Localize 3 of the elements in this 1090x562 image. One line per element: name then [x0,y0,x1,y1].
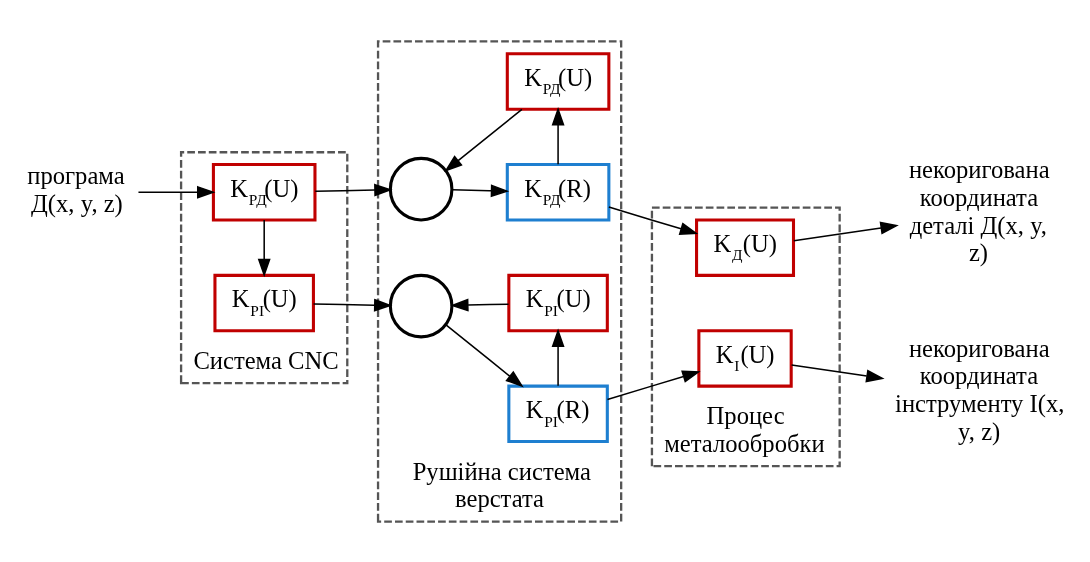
node-text: некоригована координата деталі Д(x, y, z) [908,155,1050,266]
node-text: програма Д(x, y, z) [27,161,125,217]
node-text: некоригована координата інструменту І(x, y, z) [895,334,1065,445]
